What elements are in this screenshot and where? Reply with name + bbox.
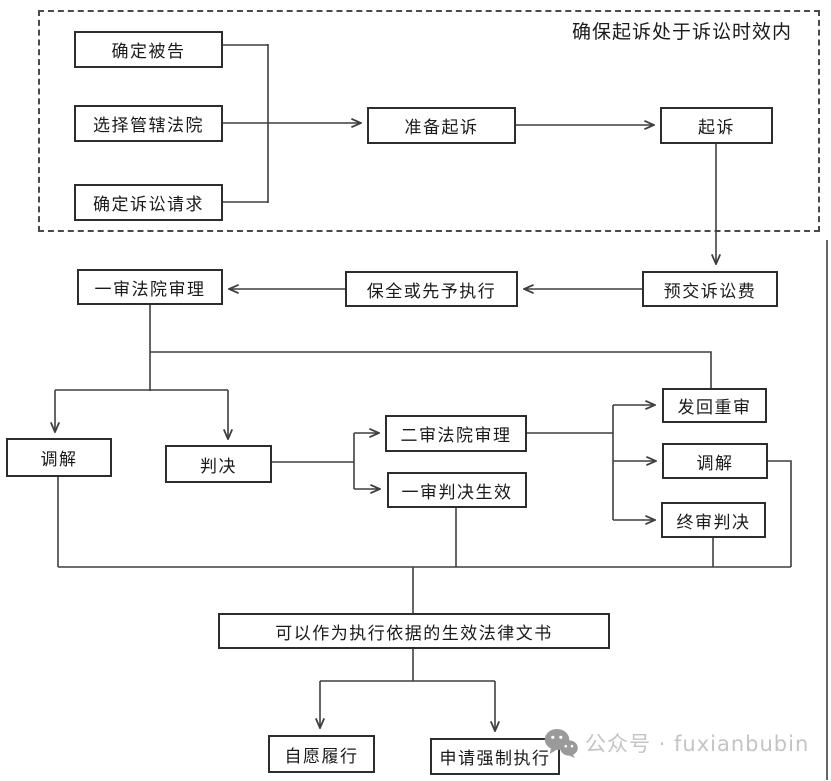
node-apply-compulsory-execution: 申请强制执行 (430, 738, 560, 775)
watermark-text: 公众号 · fuxianbubin (585, 732, 810, 756)
node-first-instance-trial: 一审法院审理 (77, 269, 223, 305)
node-determine-defendant: 确定被告 (74, 31, 223, 68)
edge-firsttrial-to-remand (150, 351, 712, 389)
node-file-lawsuit: 起诉 (660, 107, 773, 144)
node-mediation-first-instance: 调解 (6, 438, 112, 477)
watermark: 公众号 · fuxianbubin (544, 728, 809, 758)
node-first-judgment-effective: 一审判决生效 (387, 472, 527, 508)
node-prepay-litigation-fee: 预交诉讼费 (642, 271, 778, 307)
node-preservation-or-advance-execution: 保全或先予执行 (345, 271, 518, 307)
node-effective-legal-documents: 可以作为执行依据的生效法律文书 (218, 613, 610, 649)
node-mediation-second-instance: 调解 (662, 443, 768, 479)
node-prepare-lawsuit: 准备起诉 (367, 107, 516, 144)
statute-of-limitations-group-border (38, 10, 820, 232)
node-final-judgment: 终审判决 (661, 502, 766, 538)
node-second-instance-trial: 二审法院审理 (385, 415, 527, 452)
node-choose-jurisdiction-court: 选择管辖法院 (74, 105, 223, 142)
group-note-label: 确保起诉处于诉讼时效内 (571, 21, 792, 43)
node-determine-claims: 确定诉讼请求 (74, 184, 223, 221)
edge-mediation2-down (768, 460, 792, 567)
node-judgment: 判决 (165, 445, 272, 483)
wechat-icon (544, 729, 578, 758)
node-remand-for-retrial: 发回重审 (662, 388, 767, 423)
node-voluntary-performance: 自愿履行 (268, 735, 375, 773)
